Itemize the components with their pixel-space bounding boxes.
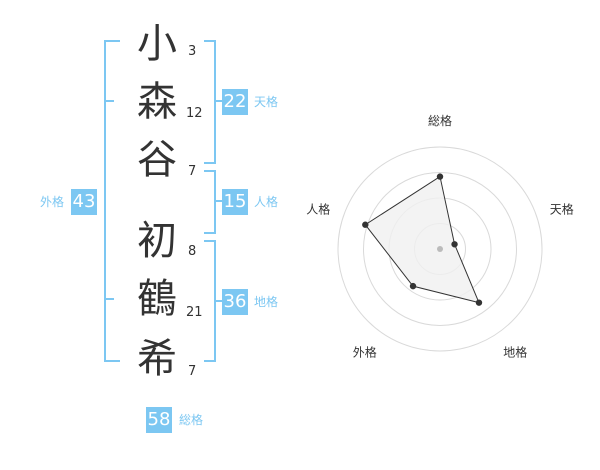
stroke-count-3: 7 — [188, 164, 197, 179]
radar-axis-label-4: 外格 — [353, 345, 377, 360]
bracket-tick — [214, 300, 222, 302]
stroke-count-5: 21 — [186, 305, 203, 320]
chikaku-label: 地格 — [254, 295, 279, 309]
name-char-6: 希 — [137, 336, 177, 382]
stroke-count-2: 12 — [186, 106, 203, 121]
tenkaku-label: 天格 — [254, 95, 279, 109]
name-char-2: 森 — [137, 79, 177, 125]
radar-ring — [337, 146, 543, 352]
radar-point-2 — [451, 241, 458, 248]
radar-axis-label-2: 天格 — [550, 201, 574, 216]
stroke-count-1: 3 — [188, 44, 197, 59]
soukaku-label: 総格 — [179, 413, 204, 427]
radar-axis-label-1: 総格 — [428, 113, 452, 128]
radar-center-point — [437, 246, 443, 252]
tenkaku-score-badge: 22 — [222, 89, 248, 115]
name-char-4: 初 — [137, 218, 177, 264]
bracket-tick — [214, 100, 222, 102]
radar-point-1 — [436, 173, 444, 180]
tenkaku-bracket — [204, 40, 216, 164]
jinkaku-bracket — [204, 170, 216, 234]
jinkaku-score-badge: 15 — [222, 189, 248, 215]
bracket-tick — [104, 100, 114, 102]
gaikaku-bracket — [104, 40, 120, 362]
name-char-1: 小 — [137, 21, 177, 67]
jinkaku-label: 人格 — [254, 195, 279, 209]
stroke-count-4: 8 — [188, 244, 197, 259]
stroke-count-6: 7 — [188, 364, 197, 379]
radar-point-4 — [409, 282, 417, 290]
name-char-5: 鶴 — [137, 276, 177, 322]
soukaku-score-badge: 58 — [146, 407, 172, 433]
gaikaku-label: 外格 — [40, 195, 65, 209]
gaikaku-score-badge: 43 — [71, 189, 97, 215]
bracket-tick — [104, 298, 114, 300]
bracket-tick — [214, 200, 222, 202]
radar-polygon — [364, 175, 480, 304]
radar-point-5 — [362, 221, 369, 228]
radar-axis-label-3: 地格 — [503, 345, 527, 360]
name-char-3: 谷 — [137, 137, 177, 183]
chikaku-score-badge: 36 — [222, 289, 248, 315]
radar-ring — [363, 172, 517, 326]
radar-axis-label-5: 人格 — [306, 201, 330, 216]
radar-point-3 — [475, 299, 483, 306]
